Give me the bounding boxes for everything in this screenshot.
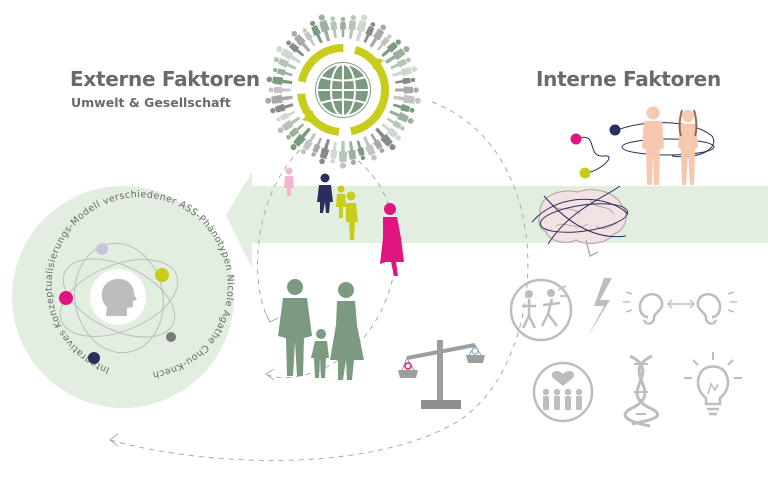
crowd-person	[356, 140, 366, 161]
crowd-person	[330, 141, 338, 164]
crowd-person	[302, 28, 316, 47]
crowd-person	[311, 137, 323, 157]
sage-family-figures	[278, 279, 364, 380]
external-factors-subtitle: Umwelt & Gesellschaft	[71, 95, 231, 110]
community-heart-icon	[532, 361, 594, 423]
brain-icon	[531, 185, 629, 258]
crowd-person	[268, 86, 291, 94]
crowd-person	[348, 14, 357, 39]
sensory-overload-icon	[509, 278, 573, 342]
crowd-person	[385, 46, 410, 64]
lightning-icon	[588, 278, 612, 336]
crowd-person	[392, 103, 415, 113]
crowd-person	[394, 86, 419, 94]
internal-factors-title: Interne Faktoren	[536, 67, 721, 91]
crowd-person	[300, 132, 317, 155]
orbit-arrowheads	[109, 313, 279, 447]
globe-icon	[297, 44, 389, 136]
crowd-person	[369, 24, 387, 48]
crowd-person	[393, 94, 421, 104]
crowd-person	[276, 110, 296, 122]
crowd-person	[290, 127, 311, 151]
crowd-person	[265, 94, 293, 104]
ear-communication-icon	[623, 291, 737, 325]
balance-scale-icon	[398, 340, 485, 409]
crowd-person	[330, 16, 338, 39]
child-figure-pink	[284, 167, 294, 196]
crowd-person	[309, 20, 323, 44]
crowd-person	[276, 46, 301, 64]
crowd-person	[390, 57, 411, 70]
dna-icon	[623, 354, 660, 428]
head-profile-icon	[90, 269, 146, 325]
crowd-person	[318, 14, 331, 42]
orbit-lines	[109, 101, 529, 461]
crowd-person	[363, 22, 376, 43]
crowd-person	[266, 76, 293, 86]
human-bodies-icon	[570, 106, 715, 185]
crowd-person	[348, 141, 357, 166]
model-circle: Integratives Konzeptualisierungs-Modell …	[0, 0, 235, 408]
crowd-person	[270, 103, 294, 114]
crowd-person	[273, 56, 297, 70]
arrow-band	[226, 172, 768, 268]
crowd-person	[381, 122, 401, 141]
crowd-person	[370, 133, 385, 153]
crowd-person	[362, 136, 377, 161]
crowd-person	[339, 17, 347, 38]
magenta-woman-figure	[380, 203, 404, 276]
crowd-person	[291, 30, 311, 53]
external-factors-title: Externe Faktoren	[70, 67, 260, 91]
navy-walking-figure	[317, 173, 333, 213]
crowd-person	[375, 127, 396, 151]
crowd-person	[286, 40, 305, 57]
crowd-person	[319, 138, 330, 165]
crowd-person	[389, 109, 414, 124]
crowd-ring	[265, 14, 421, 169]
crowd-person	[272, 67, 293, 77]
lightbulb-icon	[684, 352, 742, 416]
crowd-person	[386, 117, 405, 131]
crowd-person	[391, 66, 418, 77]
crowd-person	[355, 14, 368, 42]
crowd-person	[376, 34, 392, 51]
crowd-person	[277, 116, 301, 134]
crowd-person	[395, 77, 416, 85]
crowd-person	[338, 140, 348, 169]
crowd-person	[286, 123, 305, 140]
crowd-person	[381, 39, 401, 58]
yellow-family-figures	[336, 185, 358, 240]
